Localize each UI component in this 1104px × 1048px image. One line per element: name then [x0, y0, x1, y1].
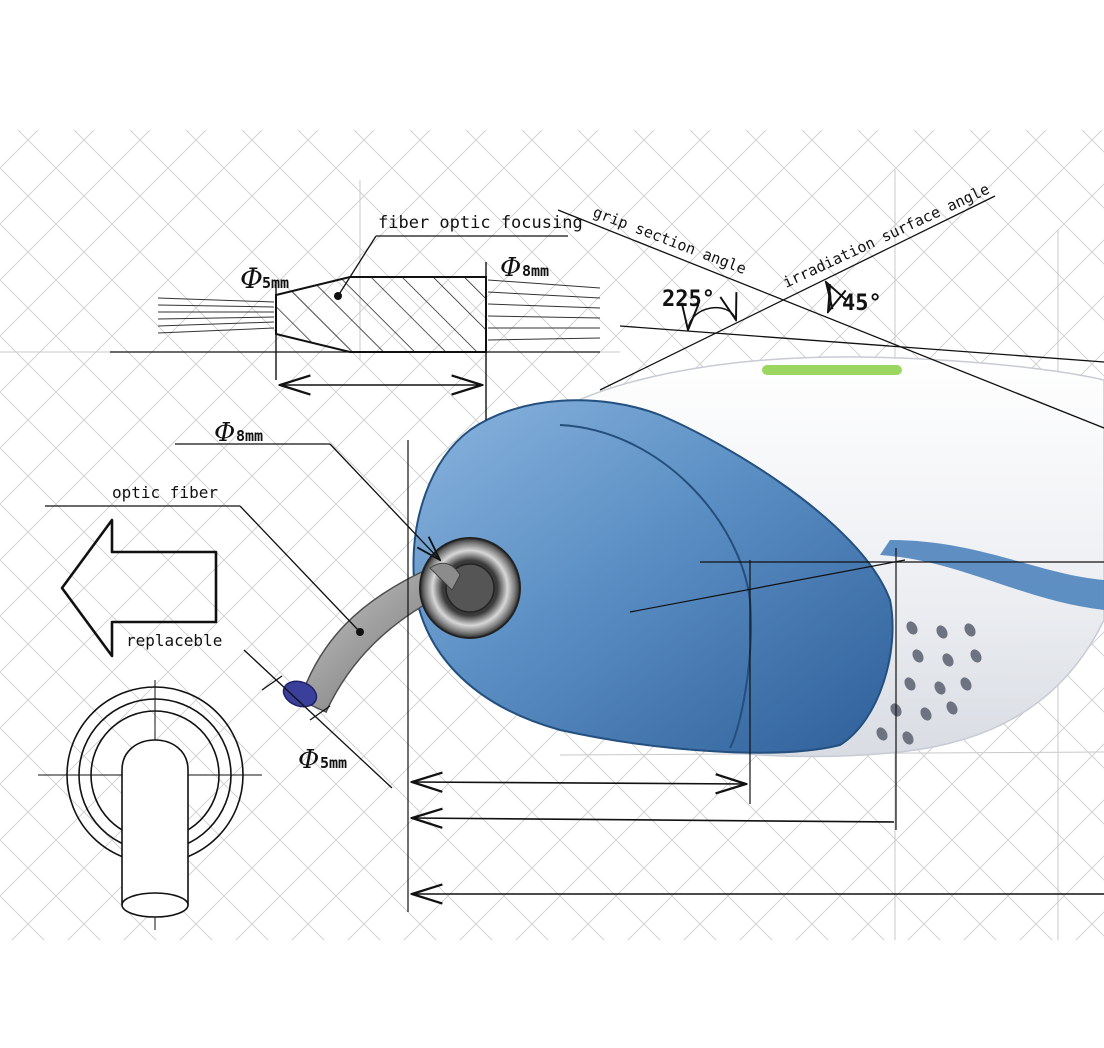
- phi-symbol-bottom: Φ: [298, 745, 319, 775]
- fiber-focusing-label: fiber optic focusing: [378, 213, 583, 233]
- optic-fiber-label: optic fiber: [112, 483, 218, 502]
- device-blue-stripe: [880, 540, 1104, 610]
- dimension-medium: [412, 818, 895, 822]
- focusing-cone: [275, 276, 487, 353]
- dimension-lines: [45, 440, 1104, 912]
- phi-symbol-left: Φ: [240, 262, 263, 295]
- indicator-light: [762, 365, 902, 375]
- dimension-short: [412, 782, 746, 784]
- vent-holes: [876, 621, 982, 745]
- replaceable-label: replaceble: [126, 631, 222, 650]
- angle-45-label: 45°: [842, 291, 882, 316]
- size-8mm-top: 8mm: [522, 262, 549, 280]
- angle-lines: [557, 195, 1104, 429]
- head-seam: [559, 424, 752, 749]
- replaceable-arrow-icon: [60, 518, 218, 658]
- size-5mm-bottom: 5mm: [320, 754, 347, 772]
- fiber-section-icon: [38, 680, 262, 930]
- phi-symbol-right: Φ: [500, 253, 521, 283]
- size-8mm-mid: 8mm: [236, 427, 263, 445]
- focusing-diagram: [110, 235, 601, 420]
- size-5mm-top: 5mm: [262, 274, 289, 292]
- output-rays: [487, 279, 601, 341]
- phi-symbol-mid: Φ: [214, 418, 235, 448]
- input-rays: [157, 297, 275, 334]
- angle-225-label: 225°: [662, 287, 715, 312]
